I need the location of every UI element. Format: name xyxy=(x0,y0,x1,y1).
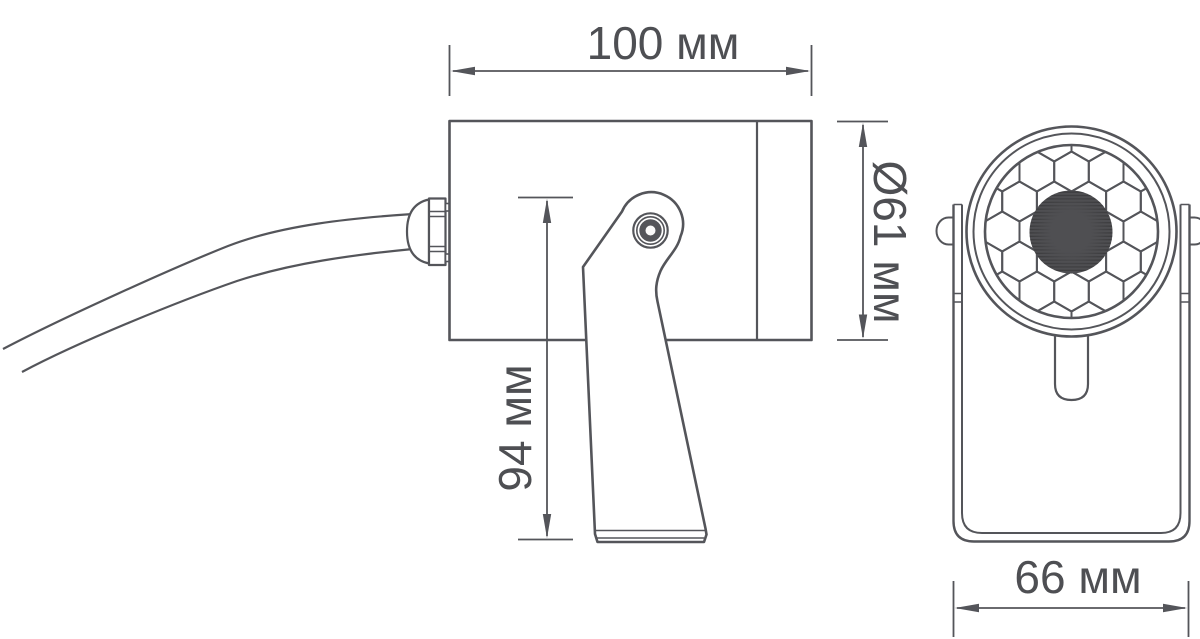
pivot-knob-right xyxy=(1188,216,1200,246)
arrow-down-icon xyxy=(858,314,868,339)
arrow-left-icon xyxy=(954,603,979,613)
arrow-left-icon xyxy=(450,66,475,76)
cable-gland xyxy=(405,197,451,267)
dim-height: 94 мм xyxy=(489,196,573,541)
dim-diameter: Ø61 мм xyxy=(837,120,916,341)
arrow-right-icon xyxy=(1163,603,1188,613)
arrow-down-icon xyxy=(542,514,552,539)
power-cable xyxy=(2,212,414,373)
adjustment-stem xyxy=(1053,328,1090,402)
dim-height-ticks xyxy=(518,196,573,541)
hexagon-cell xyxy=(1139,180,1157,223)
mounting-bracket xyxy=(581,190,708,544)
side-view xyxy=(2,119,813,544)
inner-bezel-circle xyxy=(972,132,1171,331)
hexagon-cell xyxy=(1139,240,1157,283)
dim-diameter-ticks xyxy=(837,120,888,341)
mounting-yoke xyxy=(935,203,1200,543)
dimension-annotations: 100 мм Ø61 мм 94 мм 66 мм xyxy=(448,17,1190,637)
arrow-up-icon xyxy=(542,198,552,223)
bracket-outline xyxy=(581,190,708,544)
dim-base-width: 66 мм xyxy=(952,551,1190,637)
led-lens-center xyxy=(1029,190,1113,274)
arrow-up-icon xyxy=(858,122,868,147)
cable-top-edge xyxy=(2,212,414,350)
pivot-screw-socket xyxy=(645,225,656,236)
front-view xyxy=(935,125,1200,543)
pivot-screw-mid-ring xyxy=(635,216,665,246)
pivot-knob-left xyxy=(935,216,955,246)
dim-length-extension-lines xyxy=(448,45,813,96)
dim-length-label: 100 мм xyxy=(587,17,740,69)
yoke-arm-joint-lines xyxy=(953,292,1190,303)
dim-base-width-label: 66 мм xyxy=(1014,551,1141,603)
gland-nut-facets xyxy=(429,210,445,253)
led-lens xyxy=(1029,190,1113,274)
dim-diameter-label: Ø61 мм xyxy=(864,161,916,324)
arrow-right-icon xyxy=(786,66,811,76)
gland-nut xyxy=(427,197,447,267)
pivot-screw xyxy=(632,212,669,249)
dim-height-label: 94 мм xyxy=(489,364,541,491)
dim-length: 100 мм xyxy=(448,17,813,96)
yoke-inner-edge xyxy=(961,204,1182,534)
yoke-outer-edge xyxy=(952,204,1191,543)
dim-base-extension-lines xyxy=(952,581,1190,637)
cable-bottom-edge xyxy=(21,247,414,373)
gland-dome xyxy=(405,198,431,265)
